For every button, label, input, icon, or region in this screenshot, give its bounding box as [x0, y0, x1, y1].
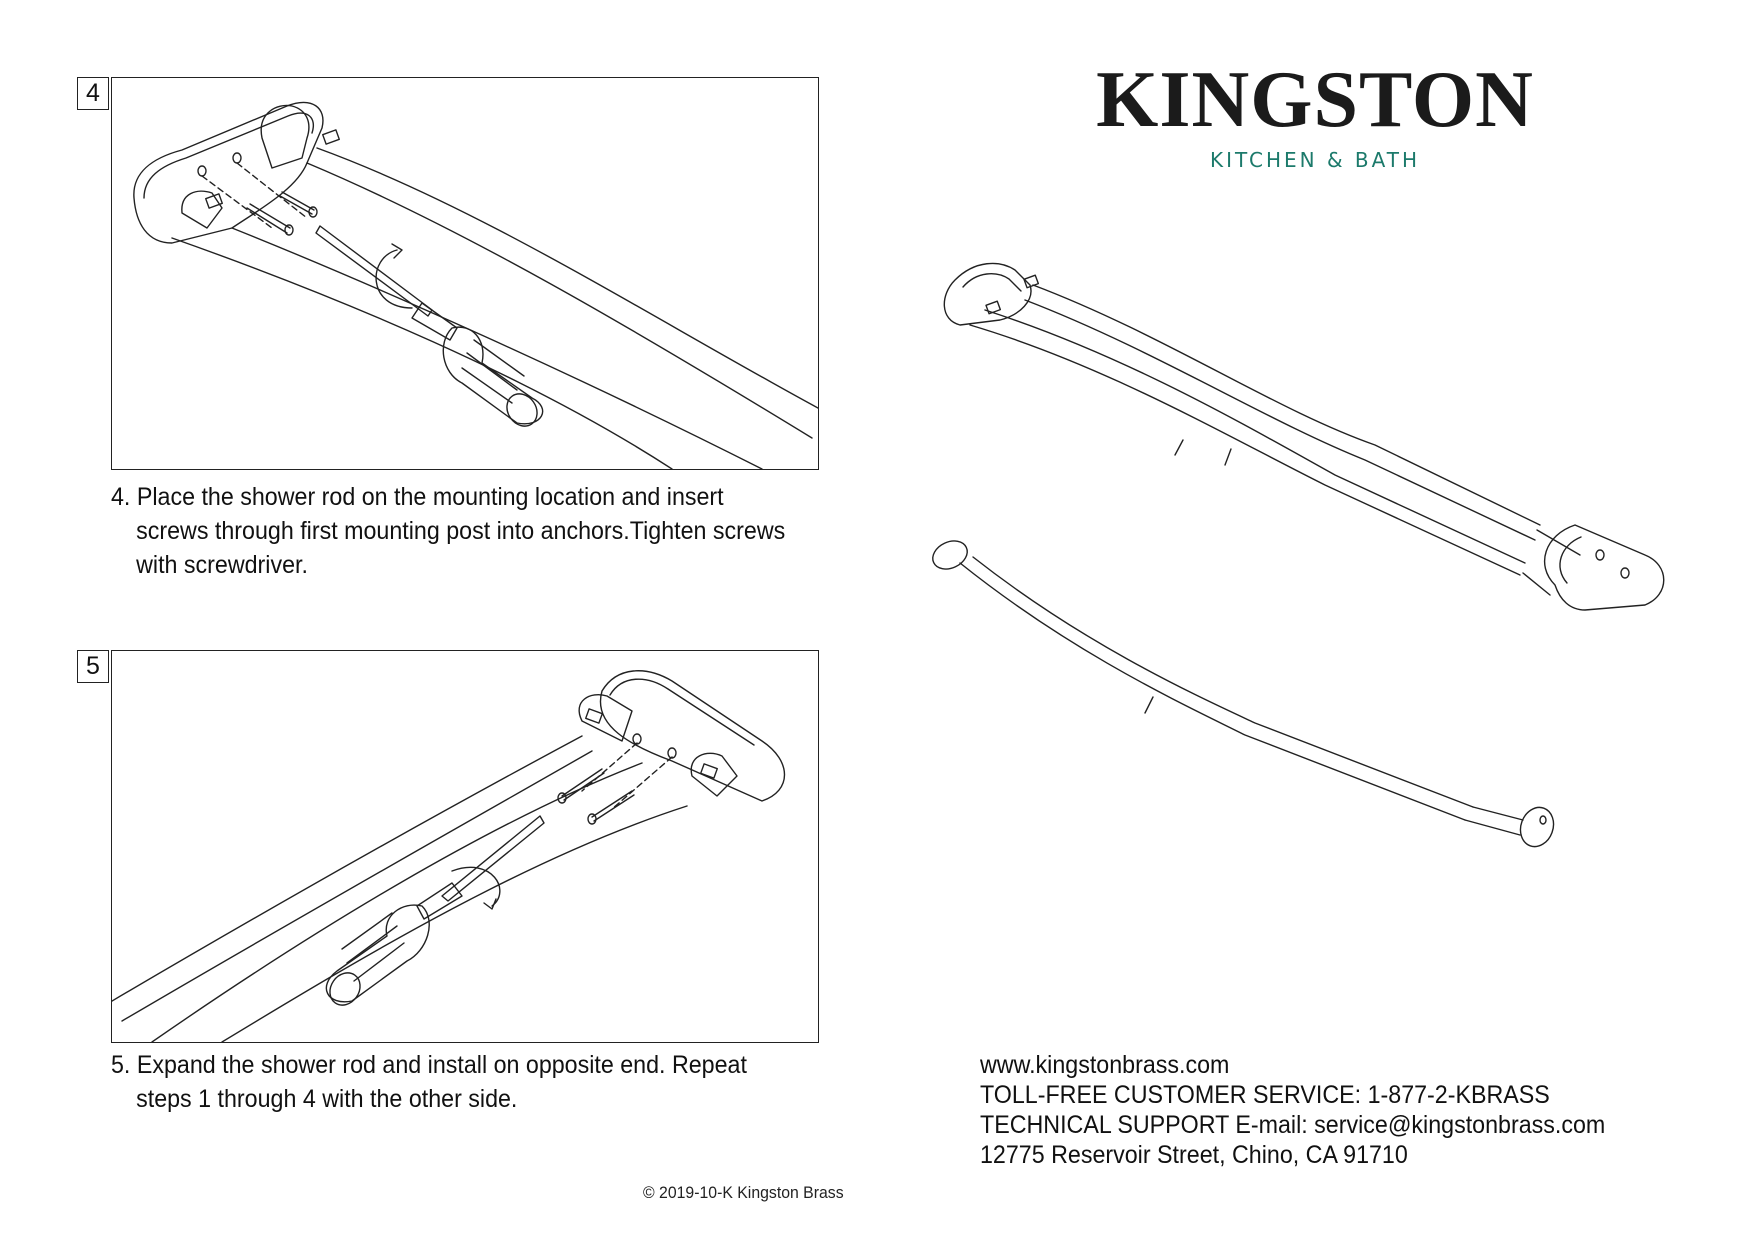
single-curved-shower-rod [932, 540, 1555, 848]
step-5-number: 5 [77, 650, 109, 683]
screwdriver [315, 225, 544, 427]
website-link[interactable]: www.kingstonbrass.com [980, 1051, 1230, 1079]
mounting-bracket [578, 670, 786, 802]
screw [557, 742, 638, 804]
rotate-arrow-icon [375, 243, 413, 309]
copyright-notice: © 2019-10-K Kingston Brass [643, 1183, 844, 1202]
brand-logo: KINGSTON KITCHEN & BATH [1040, 60, 1590, 172]
screw [236, 162, 318, 219]
step-4-illustration [111, 77, 819, 470]
step-5-illustration [111, 650, 819, 1043]
brand-name: KINGSTON [1096, 56, 1534, 144]
mounting-bracket [133, 101, 340, 244]
rotate-arrow-icon [451, 866, 501, 910]
product-illustrations [932, 262, 1665, 848]
technical-support-email: TECHNICAL SUPPORT E-mail: service@kingst… [980, 1111, 1606, 1139]
company-address: 12775 Reservoir Street, Chino, CA 91710 [980, 1141, 1408, 1169]
screw [587, 756, 673, 825]
contact-info: www.kingstonbrass.com TOLL-FREE CUSTOMER… [980, 1050, 1605, 1170]
double-curved-shower-rod [943, 262, 1665, 611]
shower-rod [171, 147, 818, 469]
step-5-instructions: 5. Expand the shower rod and install on … [111, 1051, 747, 1113]
screw [201, 175, 294, 236]
shower-rod [112, 735, 688, 1042]
customer-service-phone: TOLL-FREE CUSTOMER SERVICE: 1-877-2-KBRA… [980, 1081, 1550, 1109]
screwdriver [325, 815, 545, 1006]
step-4-number: 4 [77, 77, 109, 110]
step-4-instructions: 4. Place the shower rod on the mounting … [111, 483, 786, 579]
brand-tagline: KITCHEN & BATH [1209, 148, 1421, 172]
